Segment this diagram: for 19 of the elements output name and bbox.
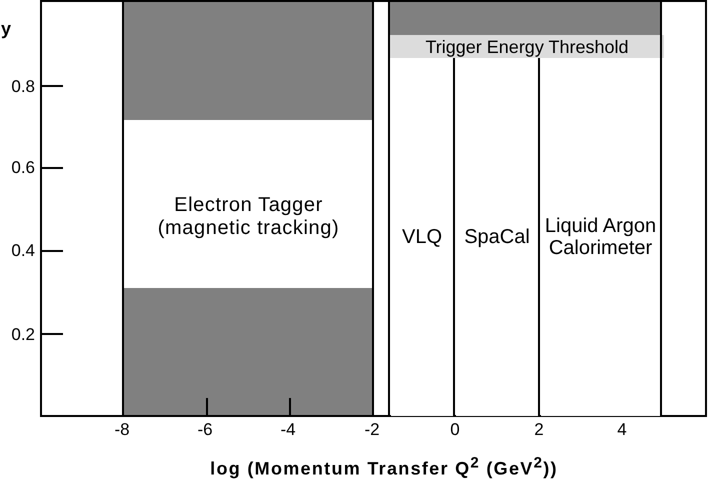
tick-label: 0.6 [11, 158, 35, 178]
region-label: Electron Tagger (magnetic tracking) [156, 194, 340, 240]
tick-label: 4 [617, 420, 627, 440]
tick-label: -6 [197, 420, 213, 440]
tick-label: 0 [450, 420, 460, 440]
tick-label: 0.4 [11, 241, 35, 261]
region-label: VLQ [402, 226, 442, 248]
tick-label: -4 [280, 420, 296, 440]
region-label: SpaCal [464, 226, 530, 248]
axis-title: y [1, 18, 11, 40]
tick-label: 2 [534, 420, 544, 440]
tick-label: 0.2 [11, 325, 35, 345]
band-label: Trigger Energy Threshold [425, 36, 629, 56]
tick-label: 0.8 [11, 77, 35, 97]
axis-title: log (Momentum Transfer Q$^{2}$ (GeV$^{2}$)) [210, 454, 558, 480]
threshold-band [390, 35, 664, 58]
region-label: Liquid Argon Calorimeter [544, 215, 658, 259]
tick-label: -2 [364, 420, 380, 440]
tick-label: -8 [114, 420, 130, 440]
